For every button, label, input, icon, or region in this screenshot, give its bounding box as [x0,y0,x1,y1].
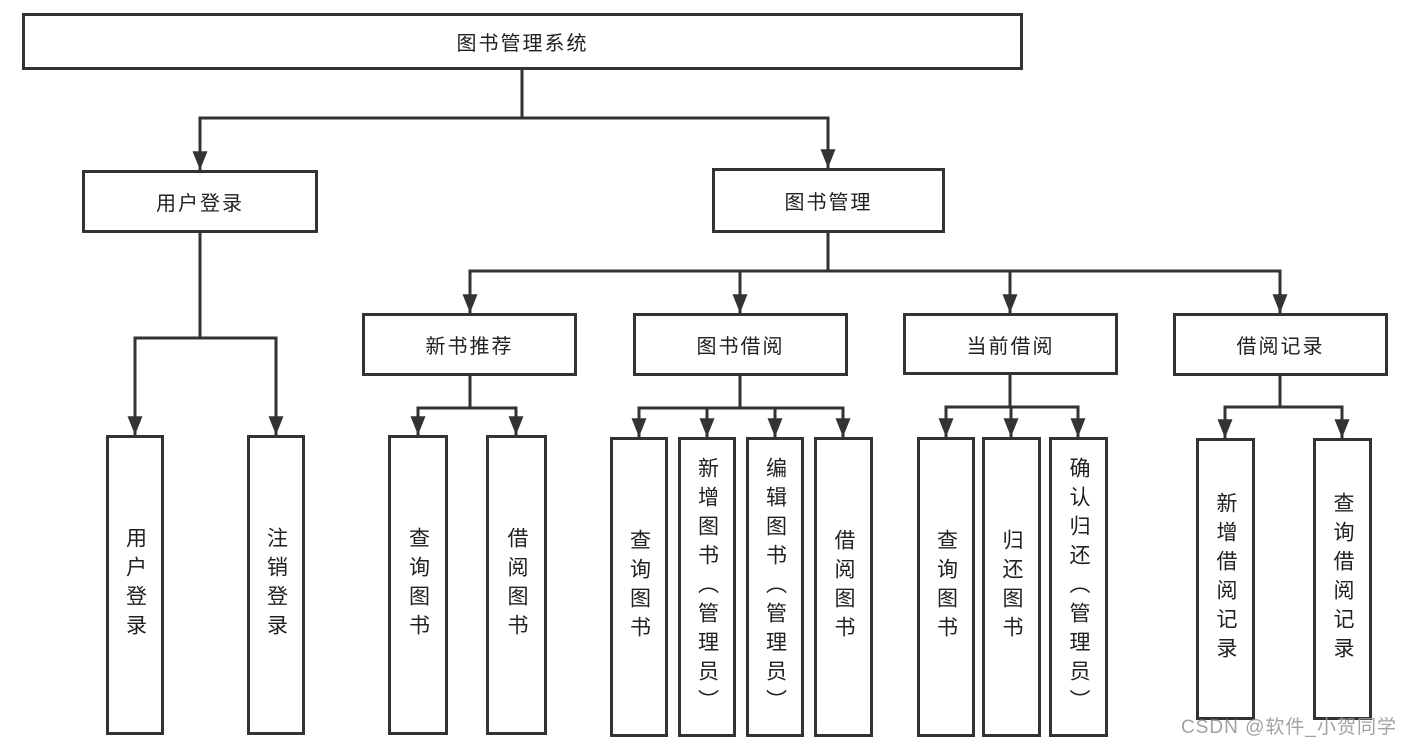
leaf-logout: 注销登录 [247,435,305,735]
leaf-label: 编辑图书（管理员） [763,456,787,718]
connector-book-management-to-level3 [462,231,1288,315]
leaf-label: 用户登录 [123,527,147,643]
node-root-library-management-system: 图书管理系统 [22,13,1023,70]
node-label: 图书管理 [784,192,873,214]
node-borrow-records: 借阅记录 [1173,313,1388,376]
leaf-newbook-query-books: 查询图书 [388,435,448,735]
leaf-records-query-borrow-record: 查询借阅记录 [1313,438,1372,720]
node-label: 当前借阅 [966,335,1055,358]
node-new-book-recommend: 新书推荐 [362,313,577,376]
leaf-label: 查询图书 [406,527,430,643]
connector-user-login-to-leaves [127,231,284,437]
node-label: 用户登录 [156,193,244,215]
leaf-user-login: 用户登录 [106,435,164,735]
leaf-label: 新增借阅记录 [1214,492,1237,666]
leaf-label: 借阅图书 [832,529,855,645]
node-book-management: 图书管理 [712,168,945,233]
leaf-label: 注销登录 [264,527,288,643]
leaf-borrow-query-books: 查询图书 [610,437,668,737]
node-user-login: 用户登录 [82,170,318,233]
leaf-label: 借阅图书 [505,527,528,643]
leaf-current-query-books: 查询图书 [917,437,975,737]
leaf-label: 归还图书 [1000,529,1023,645]
node-label: 新书推荐 [425,336,514,358]
leaf-label: 确认归还（管理员） [1067,456,1090,718]
leaf-label: 查询图书 [934,529,958,645]
csdn-watermark: CSDN @软件_小贺同学 [1181,717,1397,738]
leaf-current-return-books: 归还图书 [982,437,1041,737]
leaf-newbook-borrow-books: 借阅图书 [486,435,547,735]
connector-borrow-records-to-leaves [1217,374,1350,440]
connector-book-borrow-to-leaves [631,374,851,439]
node-current-borrow: 当前借阅 [903,313,1118,375]
connector-root-to-level2 [192,68,836,172]
node-label: 图书管理系统 [456,33,589,55]
connector-current-borrow-to-leaves [938,373,1086,439]
leaf-records-add-borrow-record: 新增借阅记录 [1196,438,1255,720]
leaf-label: 查询借阅记录 [1331,492,1354,666]
leaf-current-confirm-return-admin: 确认归还（管理员） [1049,437,1108,737]
leaf-borrow-borrow-books: 借阅图书 [814,437,873,737]
leaf-label: 查询图书 [627,529,651,645]
node-label: 图书借阅 [696,336,785,358]
node-label: 借阅记录 [1236,336,1325,358]
leaf-borrow-edit-books-admin: 编辑图书（管理员） [746,437,804,737]
connector-new-book-to-leaves [410,374,524,437]
leaf-borrow-add-books-admin: 新增图书（管理员） [678,437,736,737]
node-book-borrow: 图书借阅 [633,313,848,376]
leaf-label: 新增图书（管理员） [695,456,719,718]
